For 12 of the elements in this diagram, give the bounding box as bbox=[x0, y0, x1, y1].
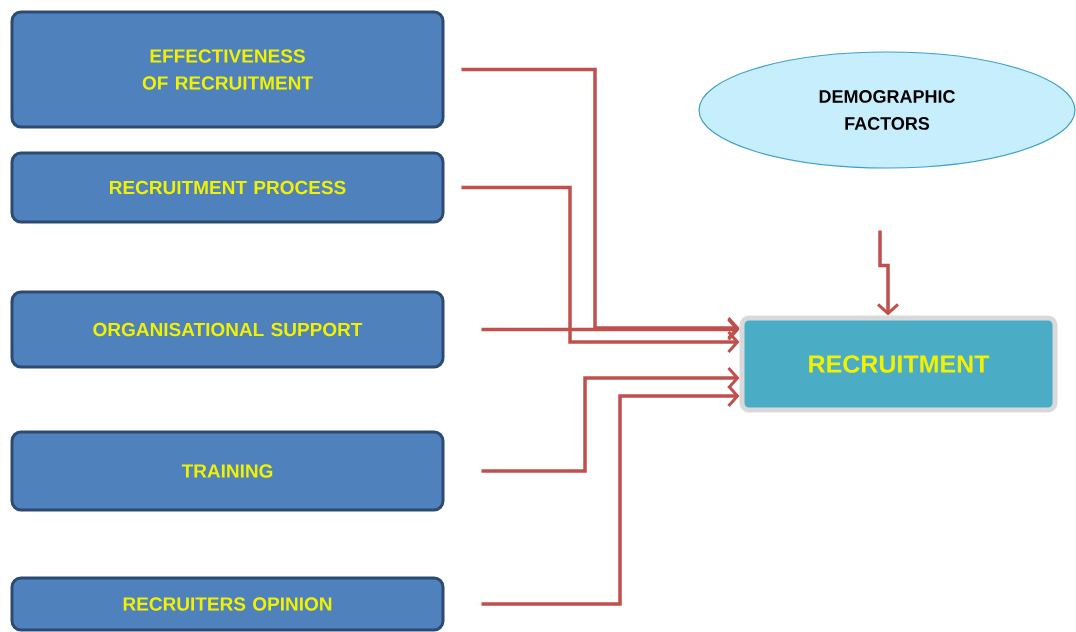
arrow bbox=[461, 67, 740, 339]
arrow bbox=[481, 385, 740, 606]
arrow bbox=[877, 230, 899, 316]
outcome-box: RECRUITMENT bbox=[739, 315, 1058, 413]
process-box: TRAINING bbox=[10, 430, 445, 512]
process-box: RECRUITMENT PROCESS bbox=[10, 151, 445, 224]
arrow bbox=[481, 318, 740, 341]
process-box: EFFECTIVENESS OF RECRUITMENT bbox=[10, 10, 445, 129]
process-box: ORGANISATIONAL SUPPORT bbox=[10, 290, 445, 369]
arrow bbox=[461, 185, 740, 353]
arrow bbox=[481, 367, 740, 473]
process-box: RECRUITERS OPINION bbox=[10, 576, 445, 632]
